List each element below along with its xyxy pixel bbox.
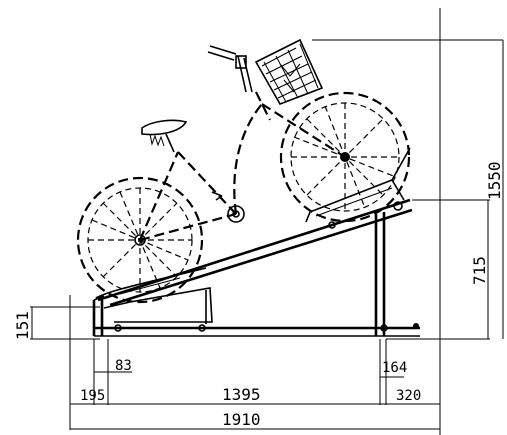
bicycle-illustration (76, 38, 411, 304)
bike-frame (138, 91, 346, 242)
dim-front-post: 83 (115, 358, 132, 374)
dim-rear-post: 164 (382, 360, 407, 376)
dim-total-length: 1910 (222, 410, 261, 429)
extension-lines (30, 8, 503, 435)
dim-total-height: 1550 (485, 161, 504, 200)
handlebar (207, 45, 253, 93)
rear-wheel-support (95, 267, 207, 299)
wheel-holder (305, 147, 411, 223)
basket-icon (254, 38, 324, 105)
saddle (141, 119, 188, 153)
dim-left-offset: 195 (80, 388, 105, 404)
dim-rack-height: 715 (470, 256, 489, 285)
dim-span: 1395 (222, 385, 261, 404)
dimension-lines (31, 40, 504, 430)
bike-rack-frame (92, 198, 420, 337)
dim-front-clearance: 151 (13, 311, 32, 340)
dim-rear-offset: 320 (396, 388, 421, 404)
